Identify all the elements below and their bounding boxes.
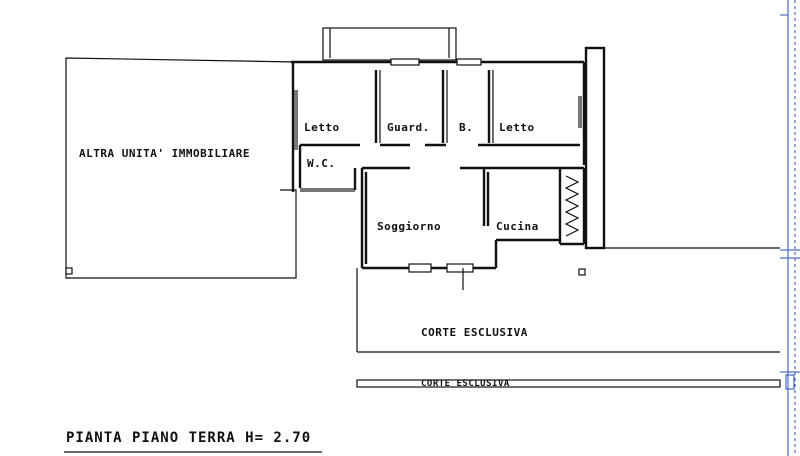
room-label-letto-left: Letto	[304, 121, 340, 134]
ruler-strip	[780, 0, 800, 456]
courtyard-outline	[356, 268, 780, 353]
lower-courtyard-strip	[356, 379, 781, 388]
room-label-bagno: B.	[459, 121, 474, 134]
balcony	[322, 27, 457, 61]
room-label-cucina: Cucina	[496, 220, 539, 233]
room-label-soggiorno: Soggiorno	[377, 220, 442, 233]
room-label-letto-right: Letto	[499, 121, 535, 134]
plan-title: PIANTA PIANO TERRA H= 2.70	[66, 430, 312, 446]
other-unit-outline	[65, 57, 297, 279]
room-label-altra-unita: ALTRA UNITA' IMMOBILIARE	[79, 147, 250, 160]
apartment-walls	[291, 58, 586, 290]
room-label-guardaroba: Guard.	[387, 121, 430, 134]
stair-icon	[564, 175, 580, 237]
pillar	[584, 46, 606, 250]
room-label-corte-esclusiva: CORTE ESCLUSIVA	[421, 326, 528, 339]
room-label-corte-esclusiva-lower: CORTE ESCLUSIVA	[421, 379, 510, 389]
room-label-wc: W.C.	[307, 157, 336, 170]
